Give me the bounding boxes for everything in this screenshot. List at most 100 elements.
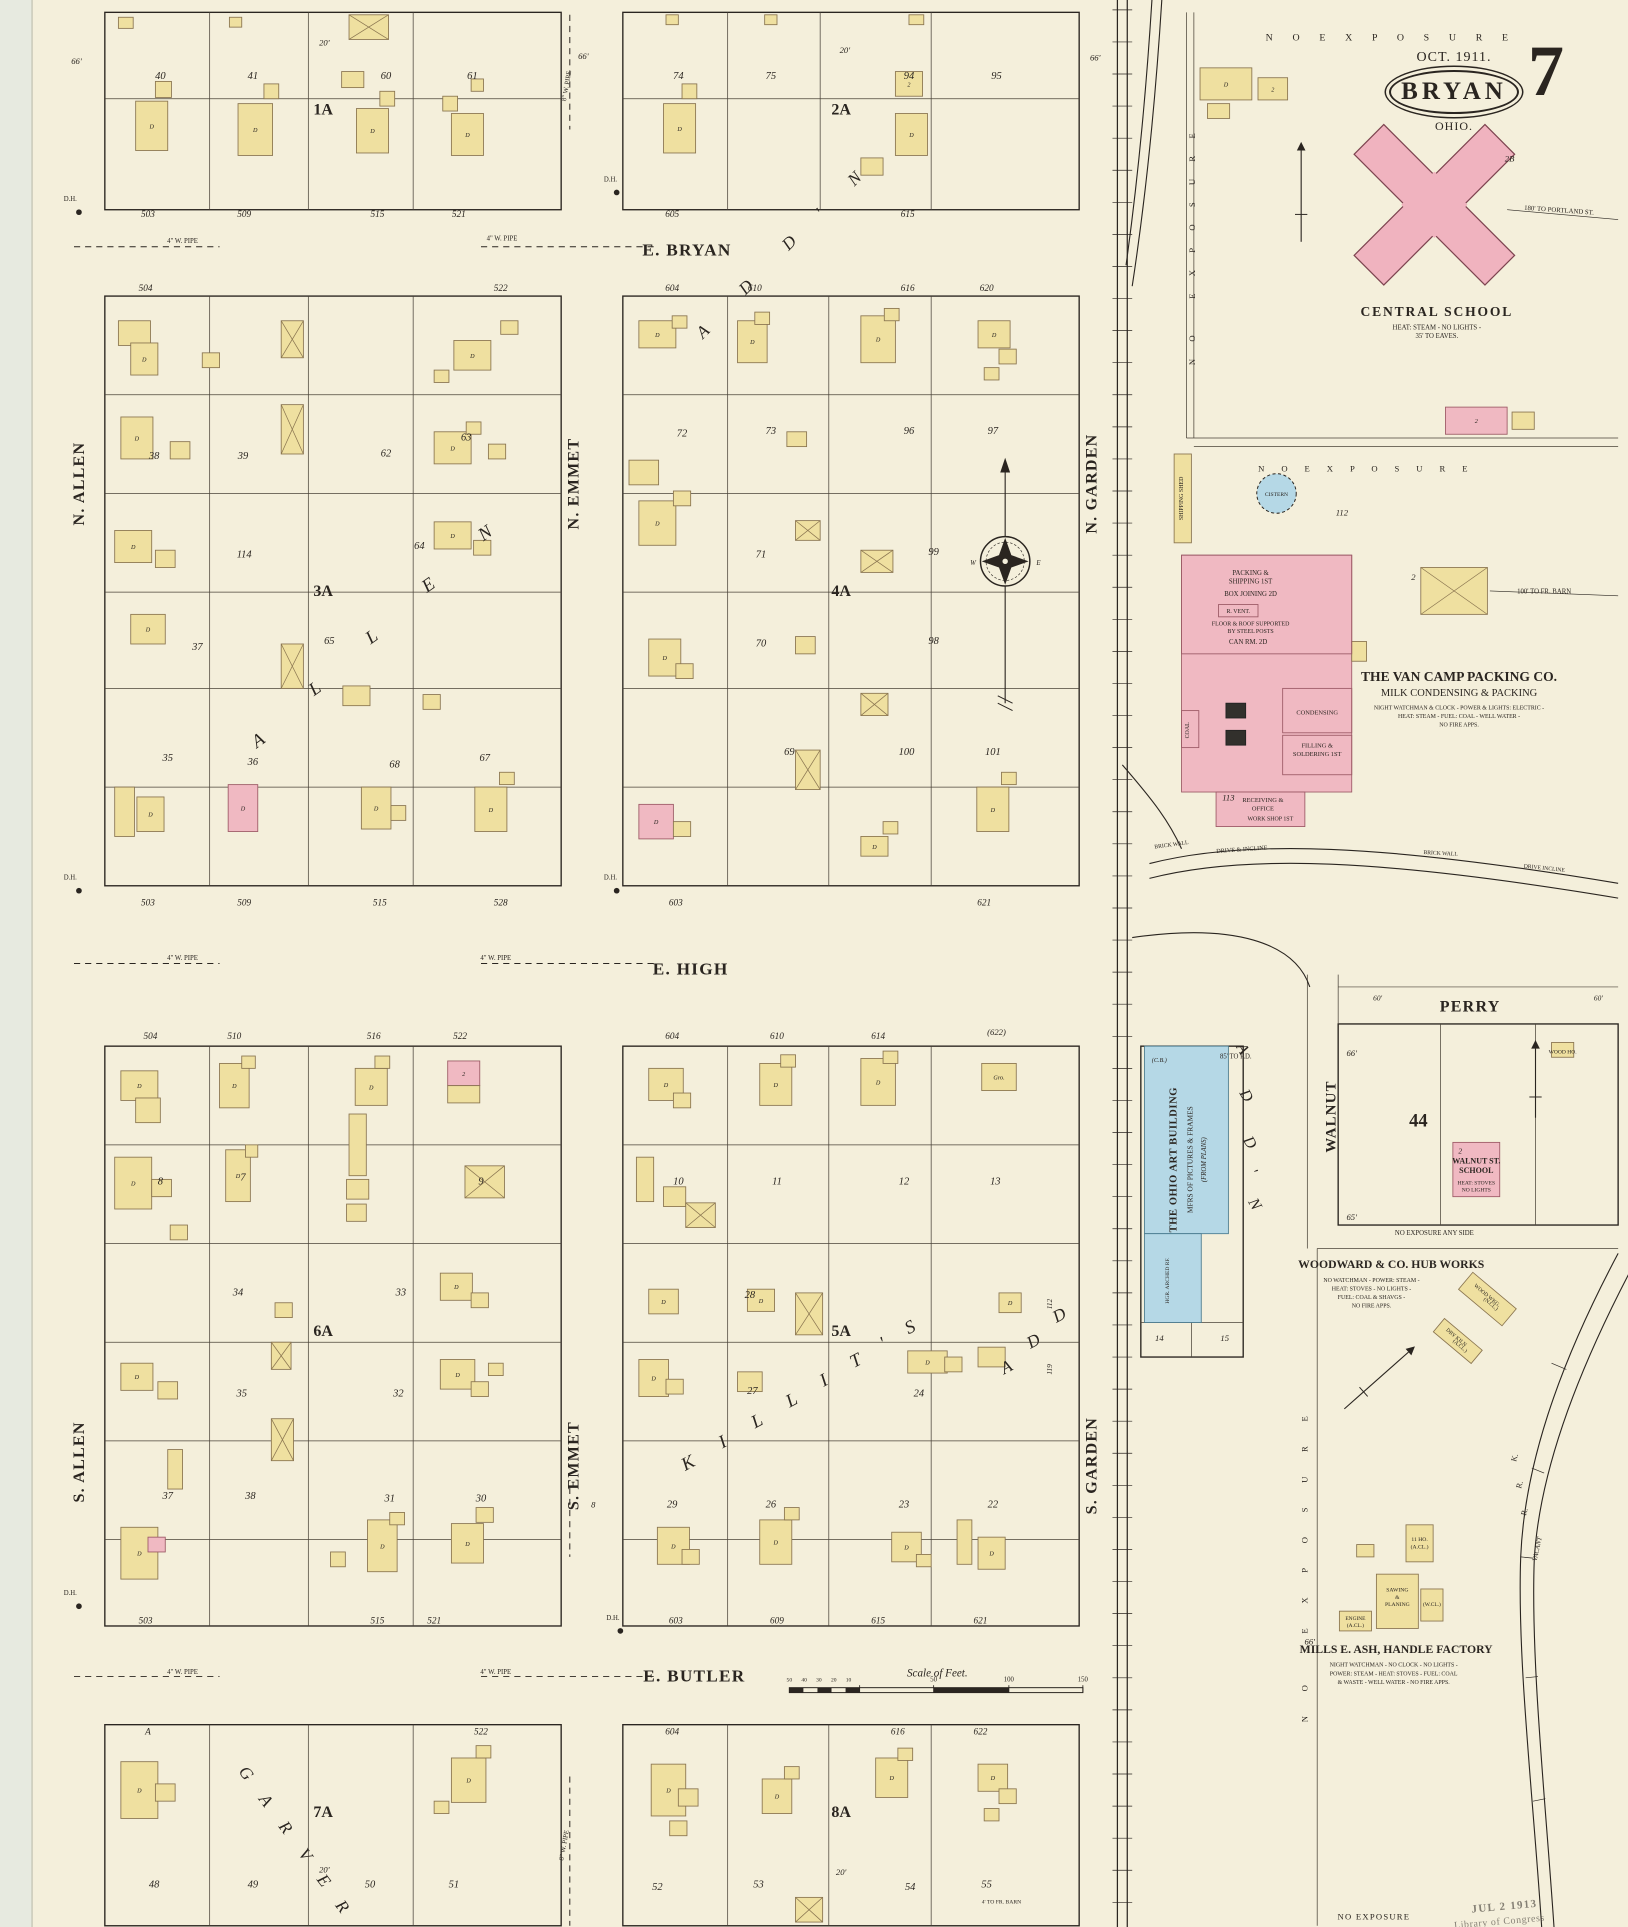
no-exposure-label: N O E X P O S U R E — [1258, 463, 1475, 473]
lot-number: 50 — [365, 1880, 376, 1891]
building-footprint — [346, 1203, 367, 1222]
map-label: VACANT — [1532, 1535, 1544, 1562]
lot-number: 7 — [240, 1173, 246, 1184]
page-edge — [0, 0, 33, 1927]
building-footprint — [450, 113, 484, 156]
addition-letter: S — [902, 1317, 920, 1339]
building — [795, 520, 821, 541]
addition-letter: N — [1244, 1195, 1265, 1215]
building-label: D — [147, 813, 153, 819]
building: D — [875, 1757, 909, 1798]
building — [786, 431, 808, 448]
building-footprint — [348, 1113, 367, 1177]
building-label: D — [449, 446, 455, 452]
house-number: 528 — [494, 899, 508, 909]
building-label: D — [888, 1776, 894, 1782]
sheet-number: 7 — [1528, 31, 1564, 111]
block-outline — [104, 1045, 562, 1627]
arrow-shaft — [1343, 1351, 1409, 1410]
map-label: CAN RM. 2D — [1229, 639, 1267, 646]
compass-hub — [1001, 557, 1009, 565]
building-footprint — [487, 443, 507, 460]
building: D — [120, 1070, 159, 1101]
landmark-hub-works: WOODWARD & CO. HUB WORKS — [1298, 1258, 1485, 1271]
building-footprint — [360, 786, 392, 830]
building-label: D — [662, 656, 668, 662]
building: D — [130, 342, 159, 376]
street-label-n-emmet: N. EMMET — [565, 438, 582, 530]
map-label: SAWING — [1386, 1587, 1408, 1593]
building-footprint — [354, 1067, 388, 1106]
lot-number: 22 — [988, 1500, 998, 1511]
building-cross — [271, 1418, 294, 1461]
building — [470, 1381, 489, 1397]
lot-number: 40 — [155, 71, 166, 82]
addition-letter: D — [1239, 1132, 1260, 1152]
building — [270, 1341, 292, 1370]
street-label-n-garden: N. GARDEN — [1083, 434, 1100, 534]
building-footprint — [245, 1144, 259, 1158]
building-label: D — [130, 1182, 136, 1188]
lot-number: 9 — [478, 1176, 484, 1187]
map-label: R. VENT. — [1226, 609, 1250, 615]
lot-number: 101 — [985, 747, 1001, 758]
factory-room — [1218, 604, 1259, 618]
building — [795, 1896, 824, 1923]
building-footprint — [1173, 453, 1192, 544]
building: D — [976, 786, 1010, 832]
lot-number: 37 — [191, 642, 203, 653]
lot-number: 54 — [905, 1882, 915, 1893]
building-footprint — [470, 1381, 489, 1397]
building: D — [860, 315, 896, 364]
lot-number: 28 — [745, 1290, 756, 1301]
building-footprint — [759, 1519, 793, 1565]
building — [998, 1788, 1017, 1805]
map-label: PACKING & — [1232, 570, 1269, 577]
lot-number: 38 — [244, 1491, 256, 1502]
building — [157, 1381, 179, 1400]
building-label: D — [758, 1299, 764, 1305]
building-footprint — [263, 83, 280, 100]
building — [487, 443, 507, 460]
building-footprint — [154, 549, 176, 568]
building-label: D — [773, 1083, 779, 1089]
scale-bar-segment — [789, 1687, 804, 1693]
compass-west-label: W — [970, 560, 977, 567]
map-label: K. — [1509, 1453, 1520, 1463]
house-number: 504 — [144, 1032, 158, 1042]
building-footprint — [422, 694, 441, 710]
building-footprint — [977, 1763, 1009, 1792]
building-label: D — [240, 807, 246, 813]
building-footprint — [120, 1761, 159, 1819]
title-city-oval: BRYAN — [1389, 70, 1519, 114]
lot-number: 48 — [149, 1880, 160, 1891]
lot-number: 33 — [395, 1287, 406, 1298]
block-outline — [1337, 1023, 1619, 1226]
landmark-handle-factory: MILLS E. ASH, HANDLE FACTORY — [1300, 1643, 1493, 1656]
building-footprint — [114, 786, 135, 837]
building — [983, 367, 1000, 381]
building-label: D — [148, 124, 154, 130]
building-footprint — [1351, 641, 1367, 662]
building — [1173, 453, 1192, 544]
map-label: HEAT: STOVES - NO LIGHTS - — [1332, 1286, 1412, 1292]
building-label: D — [465, 1779, 471, 1785]
building: D — [453, 340, 492, 371]
map-label: (A.CL.) — [1347, 1622, 1364, 1629]
lot-number: 31 — [383, 1493, 394, 1504]
map-label: 10 — [846, 1677, 852, 1683]
annotation: 4' TO FR. BARN — [982, 1900, 1021, 1906]
building-footprint — [882, 821, 899, 835]
building: 2 — [447, 1060, 481, 1087]
street-label-s-emmet: S. EMMET — [565, 1421, 582, 1510]
map-label: NO FIRE APPS. — [1352, 1304, 1392, 1310]
building-footprint — [1199, 67, 1253, 101]
building — [635, 1156, 655, 1203]
addition-letter: D — [1048, 1304, 1069, 1327]
building — [764, 14, 778, 26]
map-label: (W.CL.) — [1423, 1601, 1441, 1608]
lot-number: 51 — [449, 1880, 459, 1891]
house-number: 516 — [367, 1032, 381, 1042]
building — [330, 1551, 346, 1568]
map-label: BRICK WALL — [1154, 840, 1189, 851]
